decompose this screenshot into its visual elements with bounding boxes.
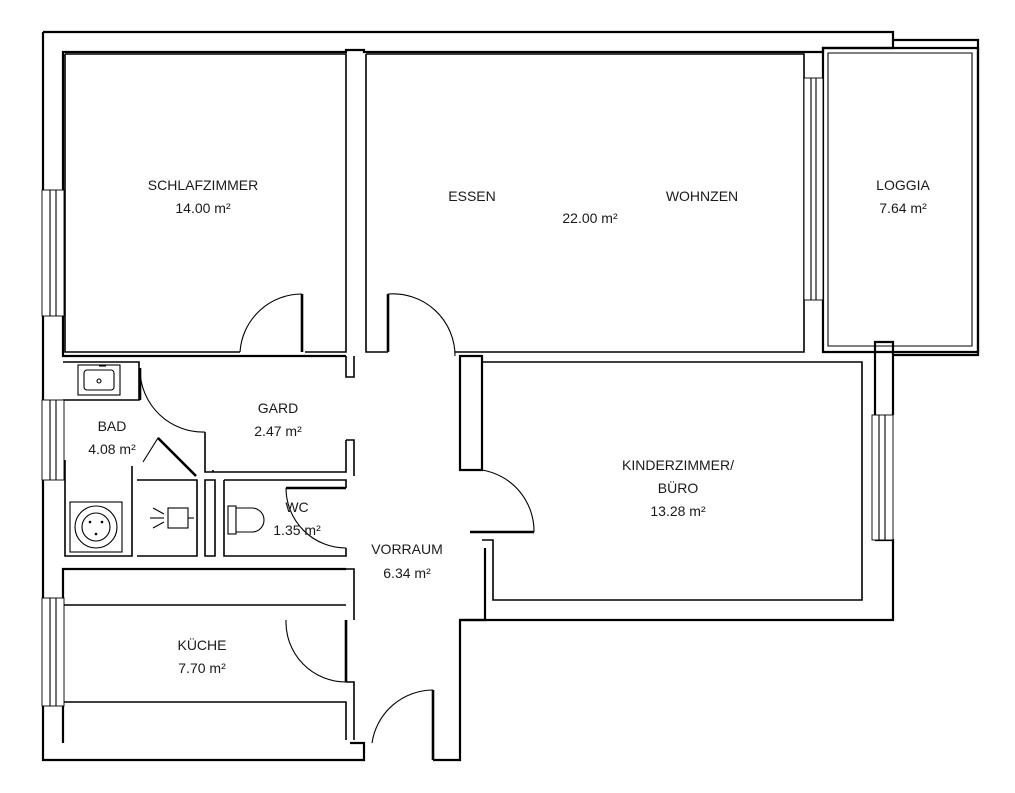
room-name-bad: BAD	[98, 418, 127, 434]
exterior-walls	[41, 30, 895, 762]
room-name-essen: ESSEN	[448, 188, 495, 204]
room-area-gard: 2.47 m²	[254, 423, 302, 439]
room-name-schlafzimmer: SCHLAFZIMMER	[148, 177, 258, 193]
room-name-kueche: KÜCHE	[177, 636, 226, 653]
window-icon	[803, 77, 824, 301]
room-area-loggia: 7.64 m²	[879, 200, 927, 216]
window-icon	[871, 414, 894, 541]
toilet-icon	[227, 505, 265, 535]
window-icon	[41, 189, 65, 317]
room-area-schlafzimmer: 14.00 m²	[175, 200, 231, 216]
sink-icon	[77, 364, 121, 396]
washing-machine-icon	[69, 501, 123, 553]
windows	[41, 77, 894, 707]
door-swing-icon	[138, 368, 206, 433]
door-swing-icon	[239, 293, 304, 353]
doors	[138, 293, 535, 760]
window-icon	[41, 597, 65, 707]
room-area-vorraum: 6.34 m²	[383, 565, 431, 581]
room-name-wohnzen: WOHNZEN	[666, 188, 738, 204]
door-swing-icon	[285, 486, 347, 549]
door-swing-icon	[285, 619, 348, 683]
room-name-loggia: LOGGIA	[876, 177, 930, 193]
room-name-kinderzimmer: KINDERZIMMER/	[622, 457, 734, 473]
window-icon	[41, 399, 65, 481]
room-area-bad: 4.08 m²	[88, 441, 136, 457]
room-area-wc: 1.35 m²	[273, 522, 321, 538]
interior-walls	[63, 38, 980, 740]
room-area-kueche: 7.70 m²	[178, 660, 226, 676]
boiler-icon	[150, 507, 194, 529]
door-swing-icon	[470, 469, 535, 534]
room-name-vorraum: VORRAUM	[371, 541, 443, 557]
room-name-wc: WC	[285, 499, 308, 515]
room-name-buero: BÜRO	[658, 479, 699, 496]
door-swing-icon	[371, 689, 435, 760]
room-name-gard: GARD	[258, 400, 298, 416]
door-swing-icon	[142, 437, 197, 477]
room-labels: SCHLAFZIMMER 14.00 m² ESSEN WOHNZEN 22.0…	[88, 177, 930, 676]
room-area-wohnzen: 22.00 m²	[562, 210, 618, 226]
door-swing-icon	[386, 293, 456, 357]
room-area-kinderzimmer: 13.28 m²	[650, 503, 706, 519]
